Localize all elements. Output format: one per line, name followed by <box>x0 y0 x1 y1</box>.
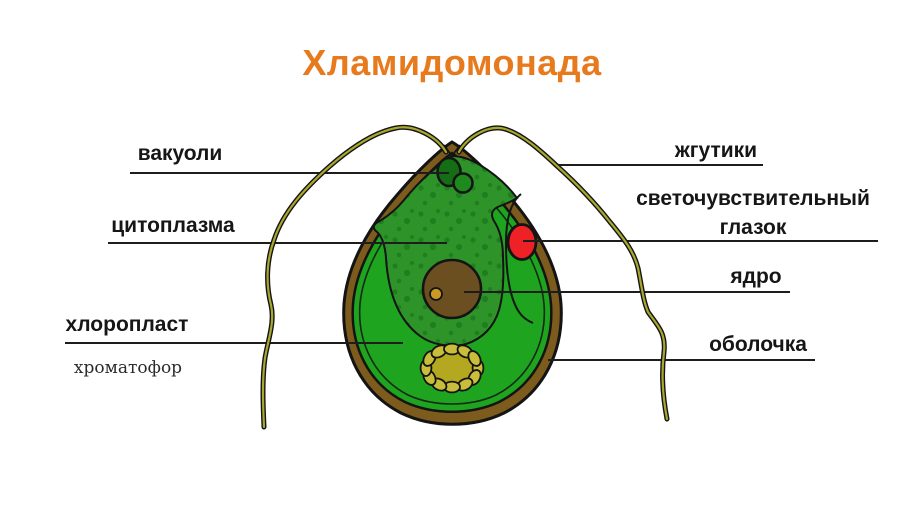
vacuole-small <box>452 172 474 194</box>
pyrenoid <box>419 342 485 394</box>
label-eyespot: светочувствительный глазок <box>636 184 870 242</box>
flagellum-left <box>260 124 449 430</box>
nucleolus <box>429 287 443 301</box>
label-nucleus: ядро <box>730 265 782 288</box>
flagellum-right <box>456 125 670 422</box>
label-vacuoles: вакуоли <box>137 142 223 165</box>
label-flagella: жгутики <box>674 139 758 162</box>
eyespot-pocket-line <box>504 193 534 324</box>
label-membrane: оболочка <box>709 333 807 356</box>
diagram-title: Хламидомонада <box>302 42 602 83</box>
label-cytoplasm: цитоплазма <box>111 214 235 237</box>
nucleus <box>421 258 483 320</box>
label-chloroplast: хлоропласт <box>65 313 189 336</box>
label-eyespot-line2: глазок <box>719 216 787 239</box>
label-eyespot-line1: светочувствительный <box>636 187 870 210</box>
flagella <box>260 124 670 430</box>
cell-body <box>342 140 563 426</box>
pointer-lines <box>65 164 878 361</box>
label-chromatophore: хроматофор <box>73 358 183 378</box>
